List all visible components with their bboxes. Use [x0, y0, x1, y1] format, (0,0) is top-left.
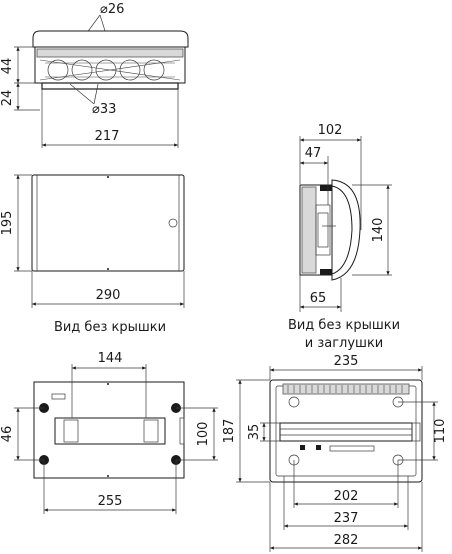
side-view-depth-label: 102 — [318, 123, 343, 138]
front-view-latch-icon — [168, 218, 178, 228]
top-view: ⌀26 44 24 ⌀33 — [0, 2, 189, 148]
view-no-cover-no-plug-mount-icon — [288, 396, 300, 408]
side-view-cover — [331, 179, 361, 281]
side-view-height-label: 140 — [371, 218, 386, 243]
front-view-cover — [31, 174, 185, 272]
view-no-cover-din-rail — [54, 417, 166, 445]
top-view-height-upper-label: 44 — [0, 58, 15, 75]
side-view: 102 47 140 65 — [299, 123, 392, 312]
view-no-cover-no-plug-width-282-label: 282 — [334, 533, 359, 548]
caption-view-no-cover-no-plug-line2: и заглушки — [305, 336, 384, 351]
top-view-knockouts — [39, 59, 181, 81]
view-no-cover-width-top-label: 144 — [98, 351, 123, 366]
view-no-cover-no-plug-terminal-strip — [282, 383, 410, 395]
top-view-diam-bottom-label: ⌀33 — [92, 102, 116, 117]
view-no-cover-no-plug-height-outer-label: 187 — [222, 419, 237, 444]
front-view-width-label: 290 — [96, 288, 121, 303]
top-view-height-lower-label: 24 — [0, 90, 15, 107]
view-no-cover-width-bottom-label: 255 — [98, 494, 123, 509]
top-view-cover — [32, 30, 189, 48]
view-no-cover-no-plug-height-right-label: 110 — [433, 419, 448, 444]
view-no-cover-no-plug-width-202-label: 202 — [334, 489, 359, 504]
view-no-cover-height-left-label: 46 — [0, 426, 15, 443]
view-no-cover-no-plug-din-rail — [279, 422, 413, 442]
side-view-depth-inner-label: 47 — [305, 146, 322, 161]
top-view-diam-top-label: ⌀26 — [100, 2, 124, 17]
caption-view-no-cover: Вид без крышки — [54, 320, 166, 335]
caption-view-no-cover-no-plug-line1: Вид без крышки — [288, 318, 400, 333]
view-no-cover-no-plug: 235 187 35 110 202 237 282 — [222, 354, 448, 552]
view-no-cover-no-plug-width-237-label: 237 — [334, 511, 359, 526]
side-view-depth-bottom-label: 65 — [310, 291, 327, 306]
view-no-cover-no-plug-width-top-label: 235 — [334, 354, 359, 369]
view-no-cover-no-plug-height-inner-label: 35 — [247, 424, 262, 441]
view-no-cover: 144 46 100 255 — [0, 351, 218, 514]
front-view: 195 290 — [0, 174, 185, 308]
top-view-width-label: 217 — [95, 129, 120, 144]
view-no-cover-height-right-label: 100 — [196, 422, 211, 447]
front-view-height-label: 195 — [0, 211, 15, 236]
